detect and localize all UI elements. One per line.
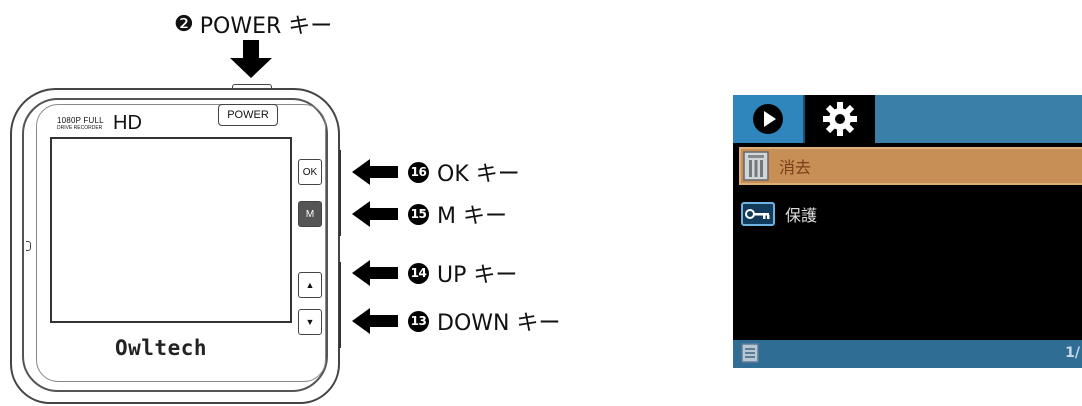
trash-icon bbox=[743, 151, 769, 181]
callout-m-label: M キー bbox=[437, 204, 507, 229]
side-edge-upper bbox=[339, 150, 343, 236]
down-key[interactable]: ▼ bbox=[298, 309, 322, 335]
callout-power: ❷ POWER キー bbox=[174, 8, 332, 40]
callout-down: 13 DOWN キー bbox=[352, 305, 560, 337]
page-indicator: 1/ bbox=[1065, 345, 1080, 361]
brand-hd: HD bbox=[113, 112, 142, 134]
callout-m-number: 15 bbox=[408, 203, 429, 225]
arrow-down-icon bbox=[230, 40, 272, 78]
brand-caption-bottom: DRIVE RECORDER bbox=[57, 125, 103, 131]
side-edge-lower bbox=[339, 262, 343, 348]
device-front-panel bbox=[22, 98, 328, 392]
side-port bbox=[26, 241, 31, 251]
power-label: POWER bbox=[218, 104, 278, 126]
menu-item-delete[interactable]: 消去 bbox=[739, 147, 1082, 185]
menu-screen: 消去 保護 1/ bbox=[733, 95, 1082, 368]
key-icon bbox=[741, 202, 775, 226]
gear-icon bbox=[823, 102, 857, 136]
arrow-left-icon bbox=[352, 159, 398, 185]
callout-up-label: UP キー bbox=[437, 263, 518, 288]
callout-ok-number: 16 bbox=[408, 161, 429, 183]
device-bezel bbox=[36, 104, 326, 382]
callout-power-label: POWER キー bbox=[199, 14, 333, 39]
brand-caption-top: 1080P FULL bbox=[57, 116, 104, 125]
up-key[interactable]: ▲ bbox=[298, 272, 322, 298]
callout-power-number: ❷ bbox=[174, 11, 194, 37]
menu-item-label: 消去 bbox=[779, 158, 812, 177]
tab-playback[interactable] bbox=[733, 95, 805, 143]
menu-item-protect[interactable]: 保護 bbox=[739, 195, 1082, 233]
m-key[interactable]: M bbox=[298, 201, 322, 227]
brand-caption: 1080P FULL DRIVE RECORDER bbox=[57, 117, 104, 131]
device-screen bbox=[50, 137, 292, 323]
play-icon bbox=[753, 104, 783, 134]
callout-down-label: DOWN キー bbox=[437, 311, 561, 336]
callout-ok: 16 OK キー bbox=[352, 156, 520, 188]
arrow-left-icon bbox=[352, 308, 398, 334]
callout-down-number: 13 bbox=[408, 310, 429, 332]
power-button-top[interactable] bbox=[232, 84, 272, 90]
menu-item-label: 保護 bbox=[785, 206, 818, 225]
owltech-logo: Owltech bbox=[115, 336, 208, 360]
callout-ok-label: OK キー bbox=[437, 162, 520, 187]
arrow-left-icon bbox=[352, 201, 398, 227]
tab-settings[interactable] bbox=[805, 95, 875, 143]
callout-up: 14 UP キー bbox=[352, 257, 517, 289]
callout-up-number: 14 bbox=[408, 262, 429, 284]
list-icon bbox=[741, 343, 759, 363]
arrow-left-icon bbox=[352, 260, 398, 286]
callout-m: 15 M キー bbox=[352, 198, 507, 230]
menu-bottom-bar bbox=[733, 340, 1082, 368]
ok-key[interactable]: OK bbox=[298, 159, 322, 185]
